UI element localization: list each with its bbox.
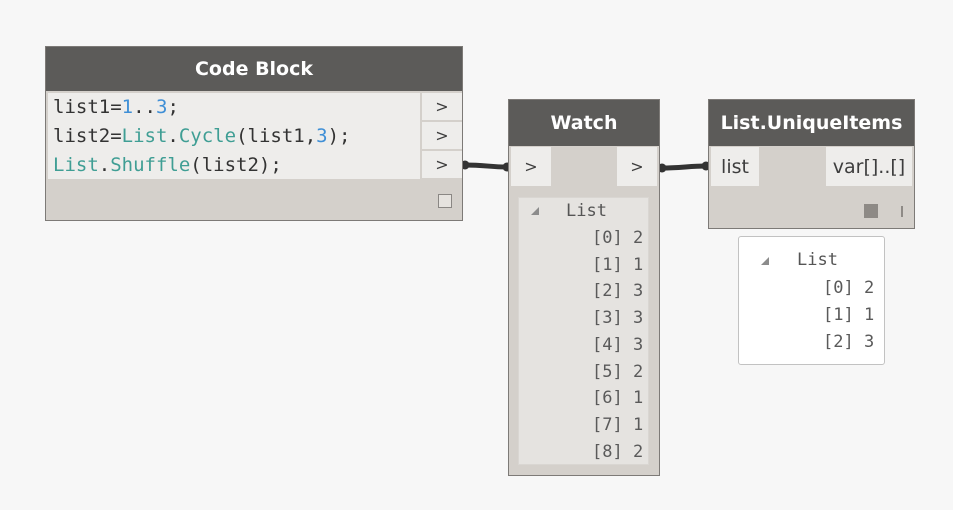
code-block-title[interactable]: Code Block <box>46 47 462 91</box>
code-line[interactable]: list1=1..3; <box>53 93 420 122</box>
list-item-value: 3 <box>632 334 644 355</box>
list-item: [0] 2 <box>823 278 874 298</box>
list-item-value: 3 <box>632 281 644 302</box>
collapse-triangle-icon[interactable] <box>531 207 539 215</box>
wire-watch-to-unique[interactable] <box>659 163 709 171</box>
unique-items-preview-bubble[interactable]: List [0] 2 [1] 1 [2] 3 <box>738 236 885 365</box>
code-block-output-port-1[interactable]: > <box>422 93 462 120</box>
unique-items-input-port[interactable]: list <box>711 147 759 186</box>
list-item: [2] 3 <box>592 281 643 301</box>
unique-list-label: List <box>797 250 838 270</box>
list-item-value: 2 <box>632 228 644 248</box>
code-token: . <box>167 125 179 147</box>
code-token: .. <box>133 96 156 118</box>
lacing-bar-icon[interactable] <box>901 206 903 217</box>
list-item-index: [0] <box>592 228 623 248</box>
code-token: (list1, <box>236 125 317 147</box>
list-item: [1] 1 <box>592 255 643 275</box>
code-token: ; <box>167 96 179 118</box>
code-block-output-port-2[interactable]: > <box>422 122 462 149</box>
list-item-index: [2] <box>592 281 623 302</box>
watch-node[interactable]: Watch > > List [0] 2[1] 1[2] 3[3] 3[4] 3… <box>508 99 660 476</box>
list-item: [8] 2 <box>592 442 643 462</box>
code-token: (list2); <box>190 154 282 176</box>
code-token: ); <box>327 125 351 147</box>
code-token: 1 <box>121 96 134 118</box>
code-token: list2= <box>53 125 122 147</box>
watch-output-port[interactable]: > <box>617 147 657 186</box>
list-item-value: 3 <box>632 308 644 329</box>
list-item-value: 1 <box>632 388 644 409</box>
list-item: [1] 1 <box>823 305 874 325</box>
list-item-value: 3 <box>863 332 875 352</box>
code-block-output-port-3[interactable]: > <box>422 151 462 178</box>
code-token: Cycle <box>178 125 237 147</box>
preview-toggle-icon[interactable] <box>438 194 452 208</box>
list-item: [4] 3 <box>592 335 643 355</box>
list-item: [6] 1 <box>592 388 643 408</box>
list-item-value: 2 <box>632 441 644 462</box>
list-item-value: 1 <box>632 414 644 435</box>
code-token: List <box>53 154 99 176</box>
watch-list-view[interactable]: List [0] 2[1] 1[2] 3[3] 3[4] 3[5] 2[6] 1… <box>518 197 649 465</box>
watch-input-port[interactable]: > <box>511 147 551 186</box>
list-item: [2] 3 <box>823 332 874 352</box>
unique-items-output-port[interactable]: var[]..[] <box>826 147 912 186</box>
code-token: 3 <box>155 96 168 118</box>
collapse-triangle-icon[interactable] <box>761 257 769 265</box>
code-token: . <box>98 154 111 176</box>
code-editor[interactable]: list1=1..3;list2=List.Cycle(list1,3);Lis… <box>48 93 420 179</box>
list-item-value: 2 <box>632 361 644 382</box>
list-item-index: [1] <box>823 305 854 325</box>
preview-square-icon[interactable] <box>864 204 878 218</box>
unique-items-title[interactable]: List.UniqueItems <box>709 100 914 146</box>
list-item: [7] 1 <box>592 415 643 435</box>
list-item-index: [4] <box>592 334 623 355</box>
list-item-index: [3] <box>592 308 623 329</box>
list-item-index: [7] <box>592 414 623 435</box>
list-item-index: [0] <box>823 278 854 298</box>
watch-list-label: List <box>566 201 607 221</box>
code-block-node[interactable]: Code Block list1=1..3;list2=List.Cycle(l… <box>45 46 463 221</box>
list-item-value: 2 <box>863 278 875 298</box>
list-item-index: [6] <box>592 388 623 409</box>
list-item-index: [8] <box>592 441 623 462</box>
code-token: List <box>121 125 168 147</box>
code-token: Shuffle <box>110 154 191 176</box>
list-item-value: 1 <box>632 254 644 275</box>
unique-items-node[interactable]: List.UniqueItems list var[]..[] <box>708 99 915 229</box>
list-item-index: [5] <box>592 361 623 382</box>
code-token: 3 <box>316 125 328 147</box>
code-line[interactable]: list2=List.Cycle(list1,3); <box>53 122 420 151</box>
list-item-index: [2] <box>823 332 854 352</box>
wire-code-to-watch[interactable] <box>462 162 510 170</box>
watch-title[interactable]: Watch <box>509 100 659 146</box>
code-line[interactable]: List.Shuffle(list2); <box>53 151 420 180</box>
list-item-value: 1 <box>863 305 875 325</box>
list-item: [5] 2 <box>592 362 643 382</box>
code-token: list1= <box>53 96 122 118</box>
list-item-index: [1] <box>592 254 623 275</box>
list-item: [0] 2 <box>592 228 643 248</box>
list-item: [3] 3 <box>592 308 643 328</box>
